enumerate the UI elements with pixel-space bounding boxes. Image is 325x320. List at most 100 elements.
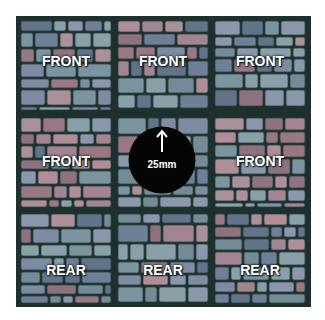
stone: [269, 294, 305, 303]
tile-label: FRONT: [116, 53, 210, 69]
stone: [36, 134, 51, 144]
stone: [82, 272, 111, 283]
stone: [286, 90, 305, 106]
stone: [244, 239, 269, 250]
stone: [196, 225, 208, 242]
stone: [280, 132, 305, 143]
stone: [168, 78, 194, 93]
stone: [215, 48, 235, 57]
stone: [118, 21, 140, 32]
stone: [92, 118, 111, 132]
stone: [118, 244, 128, 260]
stone: [142, 21, 163, 32]
stone: [101, 296, 111, 303]
stone: [145, 287, 157, 302]
tray-frame: [16, 16, 311, 307]
stone: [199, 47, 208, 59]
stone: [21, 146, 33, 158]
stone: [215, 227, 241, 237]
stone: [100, 107, 111, 110]
stone: [215, 282, 235, 292]
stone: [75, 33, 91, 47]
stone: [178, 118, 208, 134]
tile-label: REAR: [213, 262, 307, 278]
stone: [79, 171, 111, 184]
stone: [83, 186, 111, 198]
tile-label: FRONT: [19, 153, 113, 169]
stone: [193, 197, 208, 207]
tray-tile: REAR: [213, 212, 307, 305]
stone: [98, 90, 111, 105]
stone: [21, 107, 37, 110]
stone: [227, 214, 249, 225]
stone: [215, 190, 234, 201]
stone: [95, 49, 111, 62]
stone: [232, 176, 250, 188]
stone: [252, 294, 267, 303]
stone: [215, 37, 232, 46]
stone: [258, 37, 274, 46]
stone: [215, 132, 236, 143]
stone: [21, 272, 40, 283]
stone: [234, 37, 256, 46]
stone: [284, 203, 305, 207]
base-disc: 25mm: [128, 126, 196, 194]
stone: [266, 132, 278, 143]
stone: [118, 61, 129, 76]
stone: [146, 78, 166, 93]
stone: [215, 145, 237, 157]
stone: [21, 33, 33, 47]
stone: [215, 118, 244, 130]
stone: [21, 79, 49, 88]
stone: [294, 59, 305, 72]
stone: [54, 21, 66, 31]
stone: [104, 21, 111, 31]
stone: [271, 227, 282, 237]
stone: [271, 239, 286, 250]
stone: [61, 229, 91, 243]
stone: [187, 47, 197, 59]
stone: [118, 186, 130, 195]
stone: [21, 171, 36, 184]
arrow-head: [157, 131, 167, 137]
stone: [290, 74, 305, 88]
stone: [21, 90, 45, 105]
stone: [96, 134, 111, 144]
stone: [54, 186, 67, 198]
stone: [215, 159, 239, 174]
tray-tile: REAR: [116, 212, 210, 305]
tile-label: REAR: [116, 262, 210, 278]
stone: [143, 197, 158, 207]
stone: [118, 225, 148, 242]
stone: [104, 214, 111, 227]
stone: [279, 252, 305, 265]
stone: [292, 267, 305, 280]
stone: [21, 134, 34, 144]
stone: [118, 262, 139, 273]
stone: [21, 229, 31, 243]
stone: [85, 21, 102, 31]
stone: [197, 169, 208, 184]
stone: [47, 90, 71, 105]
stone: [92, 160, 111, 169]
stone: [215, 239, 242, 250]
stone: [177, 34, 208, 45]
stone: [118, 197, 141, 207]
stone: [250, 190, 266, 201]
stone: [276, 37, 293, 46]
stone: [153, 95, 178, 108]
size-label: 25mm: [128, 159, 196, 171]
stone: [196, 78, 208, 93]
stone: [293, 48, 305, 57]
stone: [239, 90, 263, 106]
stone: [180, 95, 208, 108]
stone: [21, 214, 49, 227]
stone: [53, 134, 78, 144]
tray-tile: FRONT: [213, 116, 307, 209]
stone: [193, 214, 208, 223]
stone: [60, 33, 73, 47]
stone: [72, 107, 98, 110]
stone: [238, 132, 264, 143]
stone: [193, 136, 208, 153]
stone: [165, 21, 183, 32]
